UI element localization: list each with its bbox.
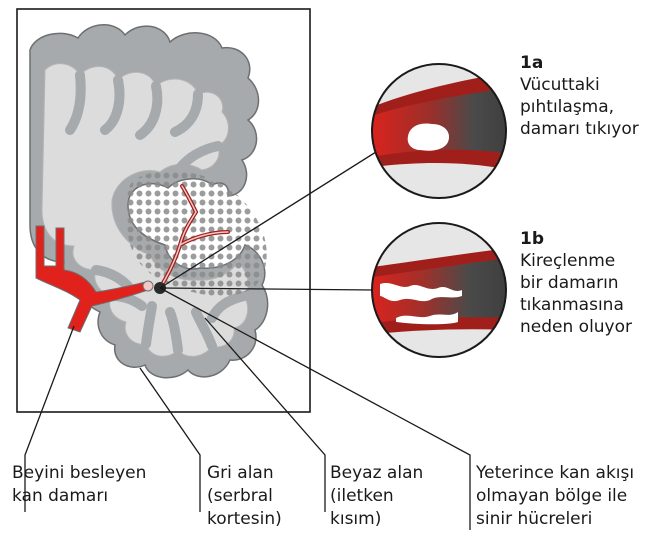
label-gray-matter: Gri alan (serbral kortesin) xyxy=(207,462,282,531)
callout-1b-number: 1b xyxy=(520,228,632,250)
callout-1b: 1b Kireçlenme bir damarın tıkanmasına ne… xyxy=(520,228,632,338)
label-blood-vessel: Beyini besleyen kan damarı xyxy=(12,462,146,508)
callout-1a-number: 1a xyxy=(520,52,639,74)
callout-1a: 1a Vücuttaki pıhtılaşma, damarı tıkıyor xyxy=(520,52,639,140)
label-white-matter: Beyaz alan (iletken kısım) xyxy=(330,462,423,531)
magnifier-1b xyxy=(365,223,510,357)
clot-1a xyxy=(408,124,449,151)
callout-1b-text: Kireçlenme bir damarın tıkanmasına neden… xyxy=(520,250,632,338)
magnifier-1a xyxy=(365,64,510,198)
blockage-marker xyxy=(143,281,153,291)
label-ischemic-region: Yeterince kan akışı olmayan bölge ile si… xyxy=(476,462,634,531)
callout-1a-text: Vücuttaki pıhtılaşma, damarı tıkıyor xyxy=(520,74,639,140)
